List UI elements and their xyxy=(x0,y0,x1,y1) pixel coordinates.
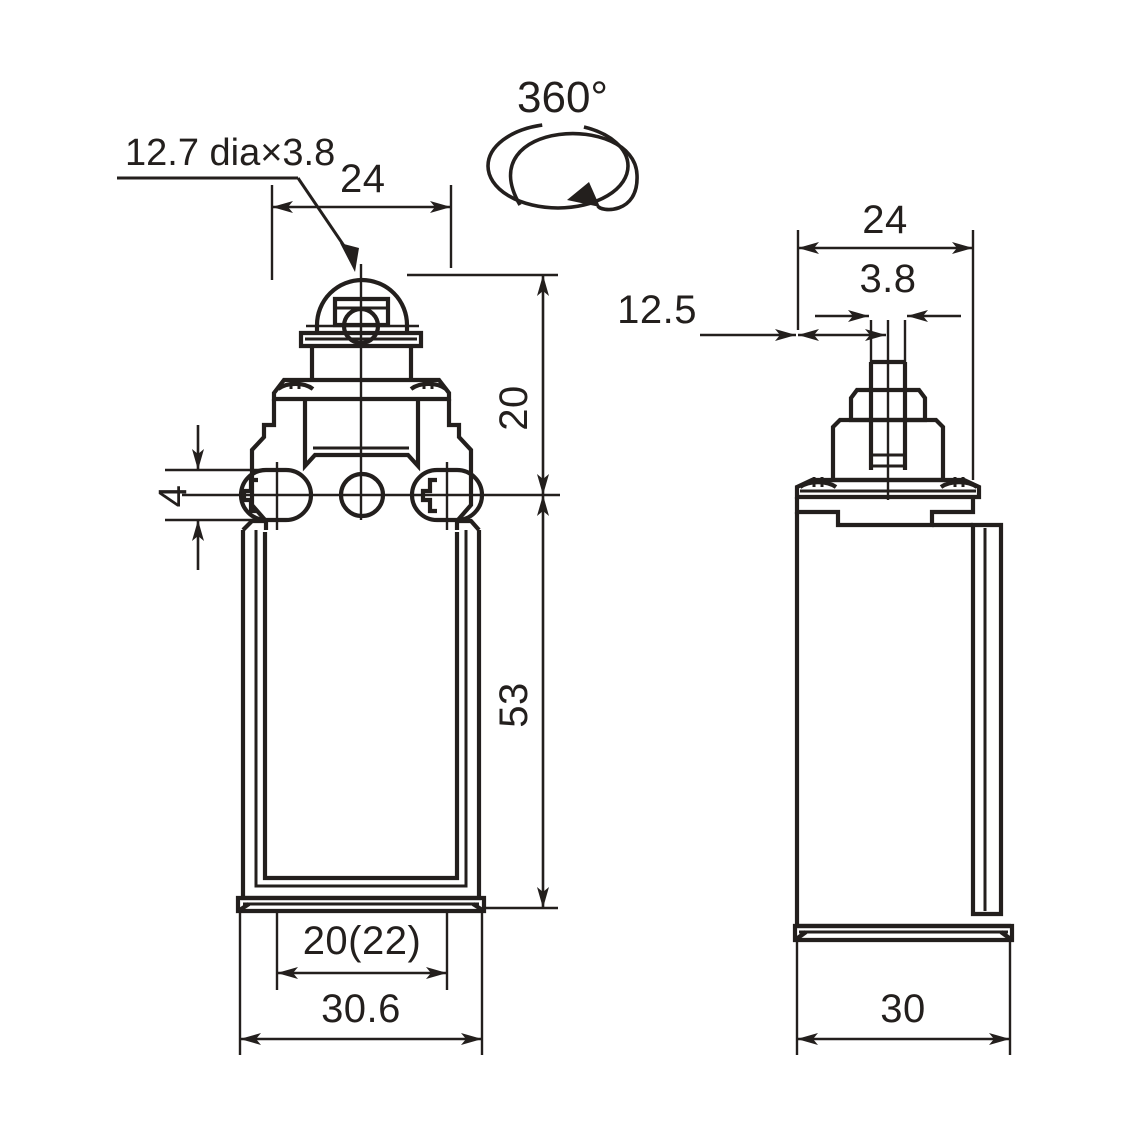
dim-38-label: 3.8 xyxy=(859,257,916,301)
roller-dome xyxy=(314,277,410,326)
rotation-ellipse xyxy=(486,122,630,210)
mounting-slot-left-keyway xyxy=(241,477,258,514)
dim-body-height-53: 53 xyxy=(485,495,558,910)
dim-hole-span-20-22: 20(22) xyxy=(275,912,449,990)
body-inner-step xyxy=(302,425,421,472)
side-screw-right-dome xyxy=(939,480,979,489)
dim-side-depth-30: 30 xyxy=(795,941,1012,1055)
dim-20-label: 20 xyxy=(492,385,536,431)
bottom-plate-chamfer-right xyxy=(471,902,486,913)
body-inner-rect xyxy=(254,530,468,888)
head-screw-right-dome xyxy=(409,381,448,391)
side-screw-left xyxy=(798,477,838,489)
body-right-chamfer xyxy=(457,518,481,532)
body-outer-rect xyxy=(240,530,482,901)
dim-30-label: 30 xyxy=(880,987,926,1031)
roller-note-group: 12.7 dia×3.8 xyxy=(117,132,359,272)
side-screw-right xyxy=(939,477,979,489)
dim-125-label: 12.5 xyxy=(617,288,697,332)
side-bottom-chamfer-right xyxy=(999,930,1014,942)
side-body-rear-cover xyxy=(970,522,1004,917)
dim-top-height-20: 20 xyxy=(407,273,558,495)
dim-side24-label: 24 xyxy=(862,198,908,242)
roller-base-plate xyxy=(298,330,424,349)
dim-2022-label: 20(22) xyxy=(303,919,422,963)
dim-24-label: 24 xyxy=(340,157,386,201)
bottom-plate-chamfer-left xyxy=(236,902,251,913)
rotation-symbol-group: 360° xyxy=(486,73,639,212)
center-hole xyxy=(338,471,386,519)
side-body-left-and-bottom xyxy=(794,512,1011,929)
side-view: 24 3.8 12.5 30 xyxy=(617,198,1015,1055)
head-screw-left-dome xyxy=(276,381,315,391)
rotation-label: 360° xyxy=(517,73,608,122)
roller-note-label: 12.7 dia×3.8 xyxy=(125,132,335,174)
mounting-slot-left xyxy=(238,462,314,530)
side-neck-step xyxy=(794,497,976,528)
dim-body-width-30-6: 30.6 xyxy=(238,912,484,1055)
dim-slot-height-4: 4 xyxy=(151,425,268,570)
head-screw-right xyxy=(409,379,448,391)
rotation-arrowhead xyxy=(567,182,600,207)
body-shoulder-right xyxy=(446,399,474,530)
dim-53-label: 53 xyxy=(492,682,536,728)
dim-side-width-24: 24 xyxy=(796,198,975,480)
dim-roller-thickness-3-8: 3.8 xyxy=(815,257,961,370)
dim-4-label: 4 xyxy=(151,485,195,508)
mounting-slot-left-outline xyxy=(238,467,314,523)
body-left-chamfer xyxy=(241,518,266,532)
roller-note-arrowhead xyxy=(340,243,359,272)
dim-306-label: 30.6 xyxy=(321,987,401,1031)
side-screw-left-dome xyxy=(798,480,838,489)
side-bottom-chamfer-left xyxy=(793,930,808,942)
body-cavity-rect xyxy=(262,532,460,881)
head-screw-left xyxy=(276,379,315,391)
mounting-slot-right-keyway xyxy=(420,477,437,514)
dim-offset-12-5: 12.5 xyxy=(617,288,886,341)
dim-head-width-24: 24 xyxy=(270,157,453,280)
front-view: 24 20 53 4 20(22) xyxy=(151,157,560,1055)
